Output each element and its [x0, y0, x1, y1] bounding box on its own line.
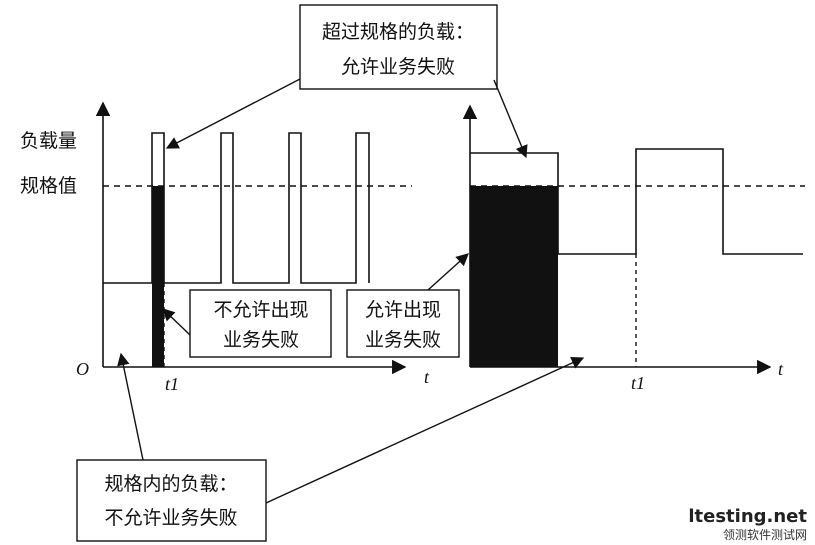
y-label-load: 负载量	[20, 130, 77, 152]
right-over-spec-fill	[470, 186, 558, 367]
callout-within-spec-line2: 不允许业务失败	[104, 507, 237, 529]
left-x-axis-label: t	[424, 367, 430, 387]
arrow-not-allowed	[162, 308, 191, 336]
right-t1-label: t1	[631, 373, 645, 393]
callout-not-allowed-box	[189, 289, 332, 358]
origin-label: O	[76, 359, 89, 379]
watermark-subtitle: 领测软件测试网	[723, 527, 807, 542]
callout-allowed-line2: 业务失败	[365, 329, 441, 351]
callout-not-allowed-line1: 不允许出现	[213, 299, 308, 321]
callout-allowed-line1: 允许出现	[365, 299, 441, 321]
left-load-waveform	[103, 132, 370, 284]
callout-allowed: 允许出现 业务失败	[346, 289, 460, 358]
left-t1-label: t1	[165, 374, 179, 394]
callout-not-allowed: 不允许出现 业务失败	[189, 289, 332, 358]
callout-within-spec: 规格内的负载： 不允许业务失败	[76, 459, 267, 542]
arrow-over-spec-left	[165, 78, 301, 149]
callout-over-spec-line1: 超过规格的负载：	[322, 21, 474, 43]
arrow-within-spec-left	[117, 352, 144, 461]
watermark: ltesting.net 领测软件测试网	[688, 506, 807, 542]
callout-within-spec-box	[76, 459, 267, 542]
callout-over-spec: 超过规格的负载： 允许业务失败	[299, 4, 498, 90]
right-x-axis-label: t	[778, 359, 784, 379]
arrow-allowed	[427, 253, 469, 291]
arrow-within-spec-right	[265, 356, 585, 504]
right-load-waveform	[470, 148, 803, 255]
watermark-site: ltesting.net	[688, 506, 807, 527]
callout-allowed-box	[346, 289, 460, 358]
callout-over-spec-box	[299, 4, 498, 90]
left-panel: 负载量 规格值 O t t1	[20, 101, 430, 394]
right-panel: t t1	[462, 104, 805, 393]
left-over-spec-fill	[152, 186, 164, 367]
y-label-spec: 规格值	[20, 175, 77, 197]
callout-within-spec-line1: 规格内的负载：	[104, 473, 237, 495]
callout-not-allowed-line2: 业务失败	[223, 329, 299, 351]
callout-over-spec-line2: 允许业务失败	[341, 56, 455, 78]
arrow-over-spec-right	[493, 79, 528, 159]
